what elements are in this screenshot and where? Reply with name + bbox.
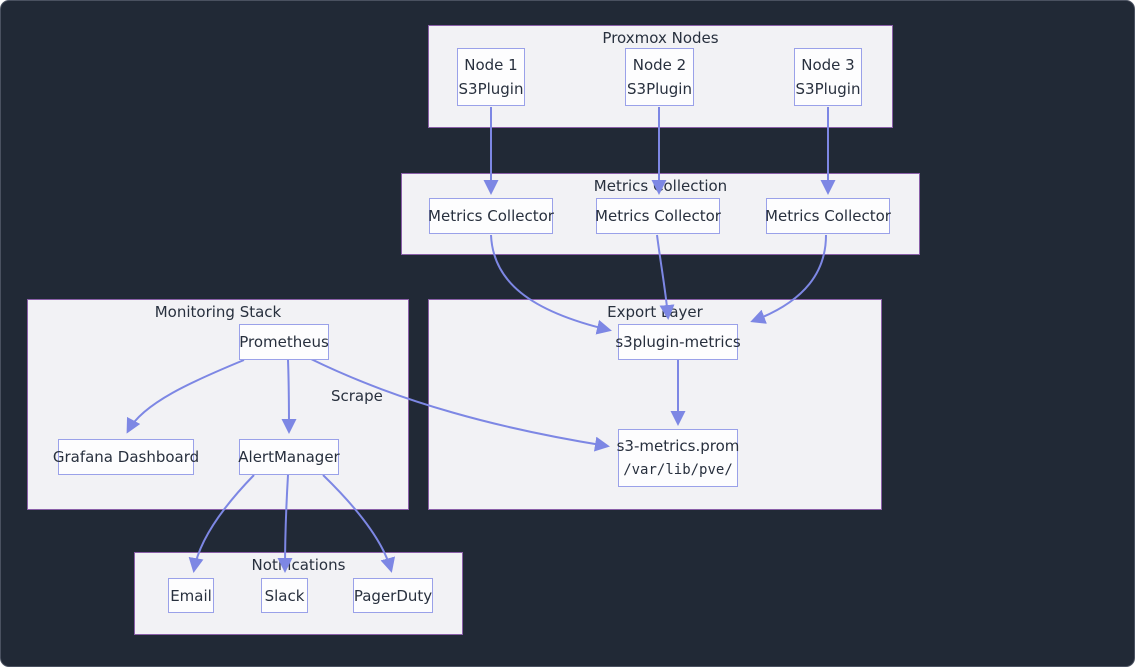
node-proxmox-node3-name: Node 3 <box>801 56 855 74</box>
node-slack-label: Slack <box>264 586 305 605</box>
node-metrics-collector-1: Metrics Collector <box>428 198 554 234</box>
node-metrics-collector-3-label: Metrics Collector <box>765 207 891 225</box>
node-pagerduty-label: PagerDuty <box>353 586 433 605</box>
node-email-label: Email <box>170 586 212 605</box>
node-proxmox-node1-name: Node 1 <box>464 56 518 74</box>
cluster-title-monitoring-stack: Monitoring Stack <box>154 303 282 321</box>
node-s3plugin-metrics: s3plugin-metrics <box>615 324 741 360</box>
node-s3-metrics-file: s3-metrics.prom /var/lib/pve/ <box>616 429 740 487</box>
node-metrics-collector-1-label: Metrics Collector <box>428 207 554 225</box>
node-prometheus-label: Prometheus <box>239 333 329 351</box>
cluster-title-proxmox-nodes: Proxmox Nodes <box>602 29 719 47</box>
node-pagerduty: PagerDuty <box>353 578 433 613</box>
node-metrics-collector-2-label: Metrics Collector <box>595 207 721 225</box>
node-alertmanager-label: AlertManager <box>238 448 340 466</box>
node-metrics-collector-3: Metrics Collector <box>765 198 891 234</box>
node-grafana-dashboard-label: Grafana Dashboard <box>52 448 200 466</box>
node-proxmox-node1: Node 1 S3Plugin <box>457 48 525 106</box>
node-alertmanager: AlertManager <box>238 439 340 475</box>
node-proxmox-node2: Node 2 S3Plugin <box>625 48 694 106</box>
node-slack: Slack <box>261 578 308 613</box>
node-proxmox-node3-plugin: S3Plugin <box>795 80 861 98</box>
node-metrics-collector-2: Metrics Collector <box>595 198 721 234</box>
node-proxmox-node1-plugin: S3Plugin <box>458 80 524 98</box>
cluster-title-metrics-collection: Metrics Collection <box>593 177 728 195</box>
node-proxmox-node3: Node 3 S3Plugin <box>794 48 862 106</box>
cluster-title-export-layer: Export Layer <box>607 303 703 321</box>
node-s3-metrics-file-name: s3-metrics.prom <box>616 437 740 455</box>
node-prometheus: Prometheus <box>239 324 329 360</box>
node-proxmox-node2-name: Node 2 <box>632 56 687 74</box>
node-s3plugin-metrics-label: s3plugin-metrics <box>615 333 741 351</box>
node-email: Email <box>168 578 214 613</box>
node-s3-metrics-file-path: /var/lib/pve/ <box>623 462 733 478</box>
node-proxmox-node2-plugin: S3Plugin <box>627 80 692 98</box>
edge-label-scrape: Scrape <box>331 387 383 405</box>
cluster-title-notifications: Notifications <box>251 556 346 574</box>
node-grafana-dashboard: Grafana Dashboard <box>53 439 199 475</box>
